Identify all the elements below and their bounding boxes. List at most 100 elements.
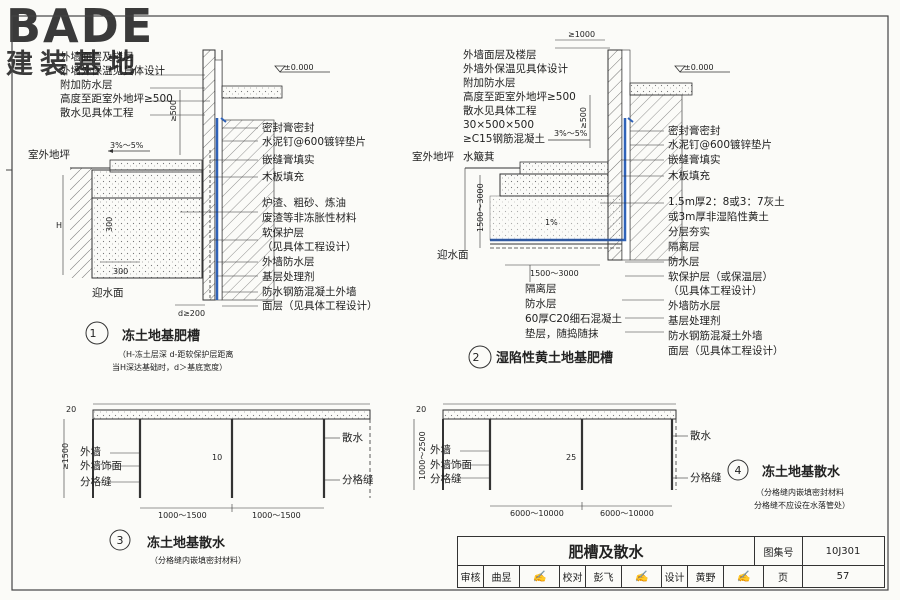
title-block: 肥槽及散水 图集号 10J301 审核 曲昱 ✍ 校对 彭飞 ✍ 设计 黄野 ✍… [457,536,885,588]
d2-number: 2 [473,351,480,364]
d2-right-3: 木板填充 [668,169,710,182]
d2-right-9: 软保护层（或保温层） [668,270,773,283]
d2-left-5: 30×500×500 [463,119,534,131]
designer-name: 黄野 [688,565,724,587]
d1-right-1: 水泥钉@600镀锌垫片 [262,135,366,148]
d2-right-5: 或3m厚非湿陷性黄土 [668,210,769,223]
designer-signature: ✍ [724,565,764,587]
d3-dim-20: 20 [66,405,76,414]
reviewer-signature: ✍ [520,565,560,587]
d1-right-3: 木板填充 [262,170,304,183]
d2-right-7: 隔离层 [668,240,700,253]
d2-left-3: 高度至距室外地坪≥500 [463,90,576,103]
d4-wall: 外墙 [430,443,451,456]
d4-note-1: （分格缝内嵌填密封材料 [756,487,844,497]
d3-number: 3 [117,534,124,547]
d4-note-2: 分格缝不应设在水落管处） [754,500,850,510]
d2-left-1: 外墙外保温见具体设计 [463,62,568,75]
d4-finish: 外墙饰面 [430,458,472,471]
review-label: 审核 [458,565,484,587]
detail-4-marker [727,459,749,481]
detail-4-section [413,403,749,510]
d2-bottom-2: 60厚C20细石混凝土 [525,312,622,325]
d2-left-6: ≥C15钢筋混凝土 [463,132,545,145]
d2-left-2: 附加防水层 [463,76,516,89]
checker-signature: ✍ [622,565,662,587]
d2-dim-v: 1500～3000 [476,183,485,232]
d2-right-12: 基层处理剂 [668,314,721,327]
d3-joint-right: 分格缝 [342,473,374,486]
d2-right-4: 1.5m厚2：8或3：7灰土 [668,195,785,208]
d1-left-2: 附加防水层 [60,78,113,91]
d2-water-face: 迎水面 [437,249,469,261]
d2-dim-1000: ≥1000 [568,30,595,39]
detail-3-marker [109,529,131,551]
d1-right-7: （见具体工程设计） [262,240,357,253]
d2-labels-left: 外墙面层及楼层 外墙外保温见具体设计 附加防水层 高度至距室外地坪≥500 散水… [463,48,576,163]
checker-name: 彭飞 [586,565,622,587]
d3-apron: 散水 [342,431,363,444]
d1-right-11: 面层（见具体工程设计） [262,299,378,312]
atlas-label: 图集号 [755,537,803,565]
d1-dim-d: d≥200 [178,309,205,318]
d3-joint-left: 分格缝 [80,475,112,488]
d2-left-4: 散水见具体工程 [463,104,537,117]
d2-left-7: 水簸萁 [463,150,495,163]
d2-right-8: 防水层 [668,255,700,268]
d4-span-2: 6000～10000 [600,509,654,518]
d2-right-11: 外墙防水层 [668,299,721,312]
d3-dim-v: ≥1500 [61,443,70,470]
d1-right-10: 防水钢筋混凝土外墙 [262,285,357,298]
d1-slope: 3%～5% [110,141,144,150]
reviewer-name: 曲昱 [484,565,520,587]
page-number: 57 [836,570,850,582]
d2-right-1: 水泥钉@600镀锌垫片 [668,138,772,151]
d2-labels-bottom: 隔离层 防水层 60厚C20细石混凝土 垫层，随捣随抹 [525,282,622,340]
d2-right-14: 面层（见具体工程设计） [668,344,784,357]
d4-title: 冻土地基散水 [762,464,841,480]
detail-1-marker [85,321,109,345]
d1-left-1: 外墙外保温见具体设计 [60,64,165,77]
detail-2-section [464,39,730,333]
d1-labels-left: 外墙面层及楼层 外墙外保温见具体设计 附加防水层 高度至距室外地坪≥500 散水… [60,50,173,119]
d2-bottom-0: 隔离层 [525,282,557,295]
d2-right-2: 嵌缝膏填实 [668,153,721,166]
d1-ground: 室外地坪 [28,148,70,161]
d3-title: 冻土地基散水 [147,535,226,551]
d2-slope: 3%～5% [554,129,588,138]
d2-title: 湿陷性黄土地基肥槽 [496,350,613,366]
d2-right-10: （见具体工程设计） [668,284,763,297]
title-block-top-row: 肥槽及散水 图集号 10J301 [458,537,884,566]
d3-span-1: 1000～1500 [158,511,207,520]
d3-finish: 外墙饰面 [80,459,122,472]
d2-right-0: 密封膏密封 [668,124,721,137]
design-label: 设计 [662,565,688,587]
d2-bottom-3: 垫层，随捣随抹 [525,327,599,340]
d1-right-9: 基层处理剂 [262,270,315,283]
d1-left-4: 散水见具体工程 [60,106,134,119]
bade-logo: BADE 建装基地 [6,2,176,82]
d1-right-4: 炉渣、粗砂、炼油 [262,196,346,209]
atlas-number: 10J301 [825,545,861,557]
d1-right-8: 外墙防水层 [262,255,315,268]
detail-3-section [63,403,371,551]
d1-right-2: 嵌缝膏填实 [262,153,315,166]
d4-joint-left: 分格缝 [430,472,462,485]
d2-bottom-1: 防水层 [525,297,557,310]
d2-right-6: 分层夯实 [668,225,710,238]
d3-wall: 外墙 [80,445,101,458]
detail-1-section [62,49,330,307]
d3-note: （分格缝内嵌填密封材料） [150,555,246,565]
d1-number: 1 [90,327,97,340]
d4-joint-right: 分格缝 [690,471,722,484]
d4-span-1: 6000～10000 [510,509,564,518]
d4-mid: 25 [566,453,576,462]
d1-water-face: 迎水面 [92,287,124,299]
title-block-bottom-row: 审核 曲昱 ✍ 校对 彭飞 ✍ 设计 黄野 ✍ 页 57 [458,565,884,587]
d1-left-0: 外墙面层及楼层 [60,50,134,63]
drawing-name: 肥槽及散水 [458,537,755,565]
d4-dim-v: 1000～2500 [418,431,427,480]
d1-right-5: 废渣等非冻胀性材料 [262,211,357,224]
logo-brand-cn: 建装基地 [6,49,142,80]
